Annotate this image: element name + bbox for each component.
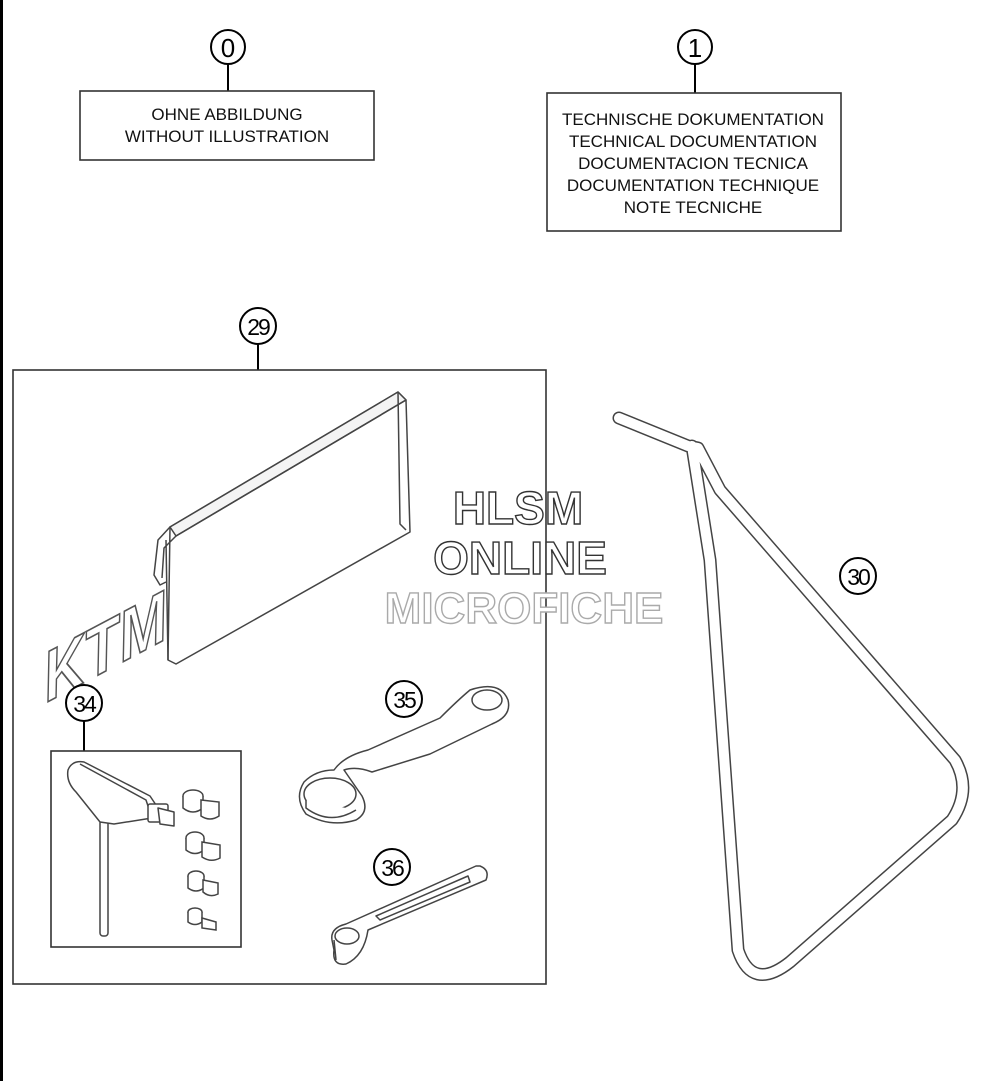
watermark-line-2: ONLINE xyxy=(433,532,607,584)
no-illustration-line-1: OHNE ABBILDUNG xyxy=(151,105,302,124)
watermark: HLSM ONLINE MICROFICHE xyxy=(384,481,664,633)
svg-text:34: 34 xyxy=(73,691,97,717)
tech-doc-line-4: DOCUMENTATION TECHNIQUE xyxy=(567,176,819,195)
svg-text:0: 0 xyxy=(221,33,235,63)
callout-29[interactable]: 29 xyxy=(239,307,277,345)
svg-text:29: 29 xyxy=(247,314,270,340)
callout-1[interactable]: 1 xyxy=(677,29,713,65)
watermark-line-3: MICROFICHE xyxy=(385,584,664,633)
tech-doc-line-3: DOCUMENTACION TECNICA xyxy=(578,154,808,173)
svg-text:30: 30 xyxy=(847,564,870,590)
spanner-illustration[interactable] xyxy=(331,865,488,965)
no-illustration-line-2: WITHOUT ILLUSTRATION xyxy=(125,127,329,146)
tech-doc-line-5: NOTE TECNICHE xyxy=(624,198,763,217)
tool-kit-box xyxy=(12,369,547,985)
tech-doc-line-2: TECHNICAL DOCUMENTATION xyxy=(569,132,817,151)
svg-text:35: 35 xyxy=(393,687,416,713)
t-handle-kit-box xyxy=(50,750,242,948)
side-stand-illustration[interactable] xyxy=(612,411,970,981)
svg-text:36: 36 xyxy=(381,855,404,881)
callout-0[interactable]: 0 xyxy=(210,29,246,65)
tech-doc-line-1: TECHNISCHE DOKUMENTATION xyxy=(562,110,824,129)
ktm-logo: KTM xyxy=(39,576,174,717)
tool-bag-illustration[interactable] xyxy=(153,391,411,665)
combination-wrench-illustration[interactable] xyxy=(298,685,510,824)
svg-text:1: 1 xyxy=(688,33,702,63)
callout-35[interactable]: 35 xyxy=(385,680,423,718)
no-illustration-box xyxy=(79,90,375,161)
socket-set-illustration[interactable] xyxy=(182,789,221,931)
callout-30[interactable]: 30 xyxy=(839,557,877,595)
callout-34[interactable]: 34 xyxy=(65,684,103,722)
callout-36[interactable]: 36 xyxy=(373,848,411,886)
watermark-line-1: HLSM xyxy=(453,482,583,534)
t-handle-wrench-illustration[interactable] xyxy=(66,760,175,937)
technical-documentation-box xyxy=(546,92,842,232)
